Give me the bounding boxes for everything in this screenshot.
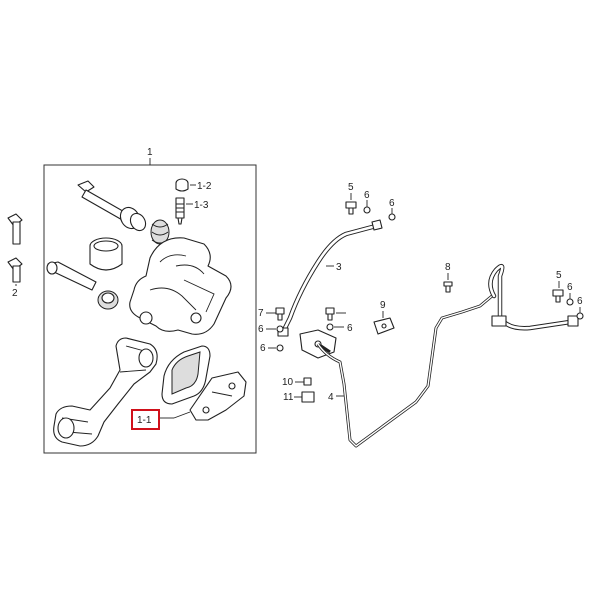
bolt-5-left: 5 bbox=[345, 182, 357, 215]
label-5-left: 5 bbox=[348, 182, 354, 193]
label-1: 1 bbox=[147, 147, 153, 158]
washer-6-f: 6 bbox=[566, 282, 574, 306]
label-1-3: 1-3 bbox=[194, 200, 209, 211]
label-11: 11 bbox=[283, 392, 294, 403]
label-2: 2 bbox=[12, 288, 18, 299]
bolt-8: 8 bbox=[443, 262, 453, 293]
label-6-c: 6 bbox=[258, 324, 264, 335]
label-4: 4 bbox=[328, 392, 334, 403]
brake-hose-3: 3 bbox=[277, 219, 383, 337]
label-6-a: 6 bbox=[364, 190, 370, 201]
bolt-10: 10 bbox=[282, 377, 312, 388]
bolt-near-junction bbox=[325, 307, 346, 321]
slide-pin bbox=[46, 261, 97, 291]
pin-bolt-2: 2 bbox=[7, 213, 23, 299]
brake-pad-outer bbox=[189, 371, 247, 421]
label-7: 7 bbox=[258, 308, 264, 319]
washer-6-d: 6 bbox=[260, 343, 284, 354]
brake-pad-inner bbox=[161, 345, 211, 405]
label-8: 8 bbox=[445, 262, 451, 273]
washer-6-b: 6 bbox=[388, 198, 396, 221]
bleed-cap bbox=[175, 178, 189, 192]
brake-pipe-4: 4 bbox=[316, 294, 493, 448]
caliper-bracket bbox=[53, 337, 158, 447]
brake-hose-right bbox=[488, 263, 579, 331]
pin-boot bbox=[97, 290, 119, 310]
bleed-screw bbox=[175, 197, 185, 225]
label-6-e: 6 bbox=[347, 323, 353, 334]
caliper-body bbox=[129, 237, 232, 335]
pad-set-highlight-box bbox=[131, 409, 160, 430]
washer-6-c: 6 bbox=[258, 324, 284, 335]
label-6-d: 6 bbox=[260, 343, 266, 354]
bolt-7: 7 bbox=[258, 307, 285, 321]
caliper-assembly-group: 1 bbox=[43, 147, 257, 454]
label-1-1: 1-1 bbox=[137, 415, 152, 426]
label-1-2: 1-2 bbox=[197, 181, 212, 192]
label-6-g: 6 bbox=[577, 296, 583, 307]
clip-9: 9 bbox=[373, 300, 395, 335]
label-9: 9 bbox=[380, 300, 386, 311]
label-5-right: 5 bbox=[556, 270, 562, 281]
label-6-b: 6 bbox=[389, 198, 395, 209]
label-6-f: 6 bbox=[567, 282, 573, 293]
label-10: 10 bbox=[282, 377, 294, 388]
bolt-5-right: 5 bbox=[552, 270, 564, 303]
slide-pin-bolt bbox=[77, 180, 147, 232]
clamp-11: 11 bbox=[283, 391, 315, 403]
label-3: 3 bbox=[336, 262, 342, 273]
piston bbox=[89, 237, 123, 271]
washer-6-a: 6 bbox=[363, 190, 371, 214]
washer-6-g: 6 bbox=[576, 296, 584, 320]
washer-6-e: 6 bbox=[326, 323, 353, 334]
